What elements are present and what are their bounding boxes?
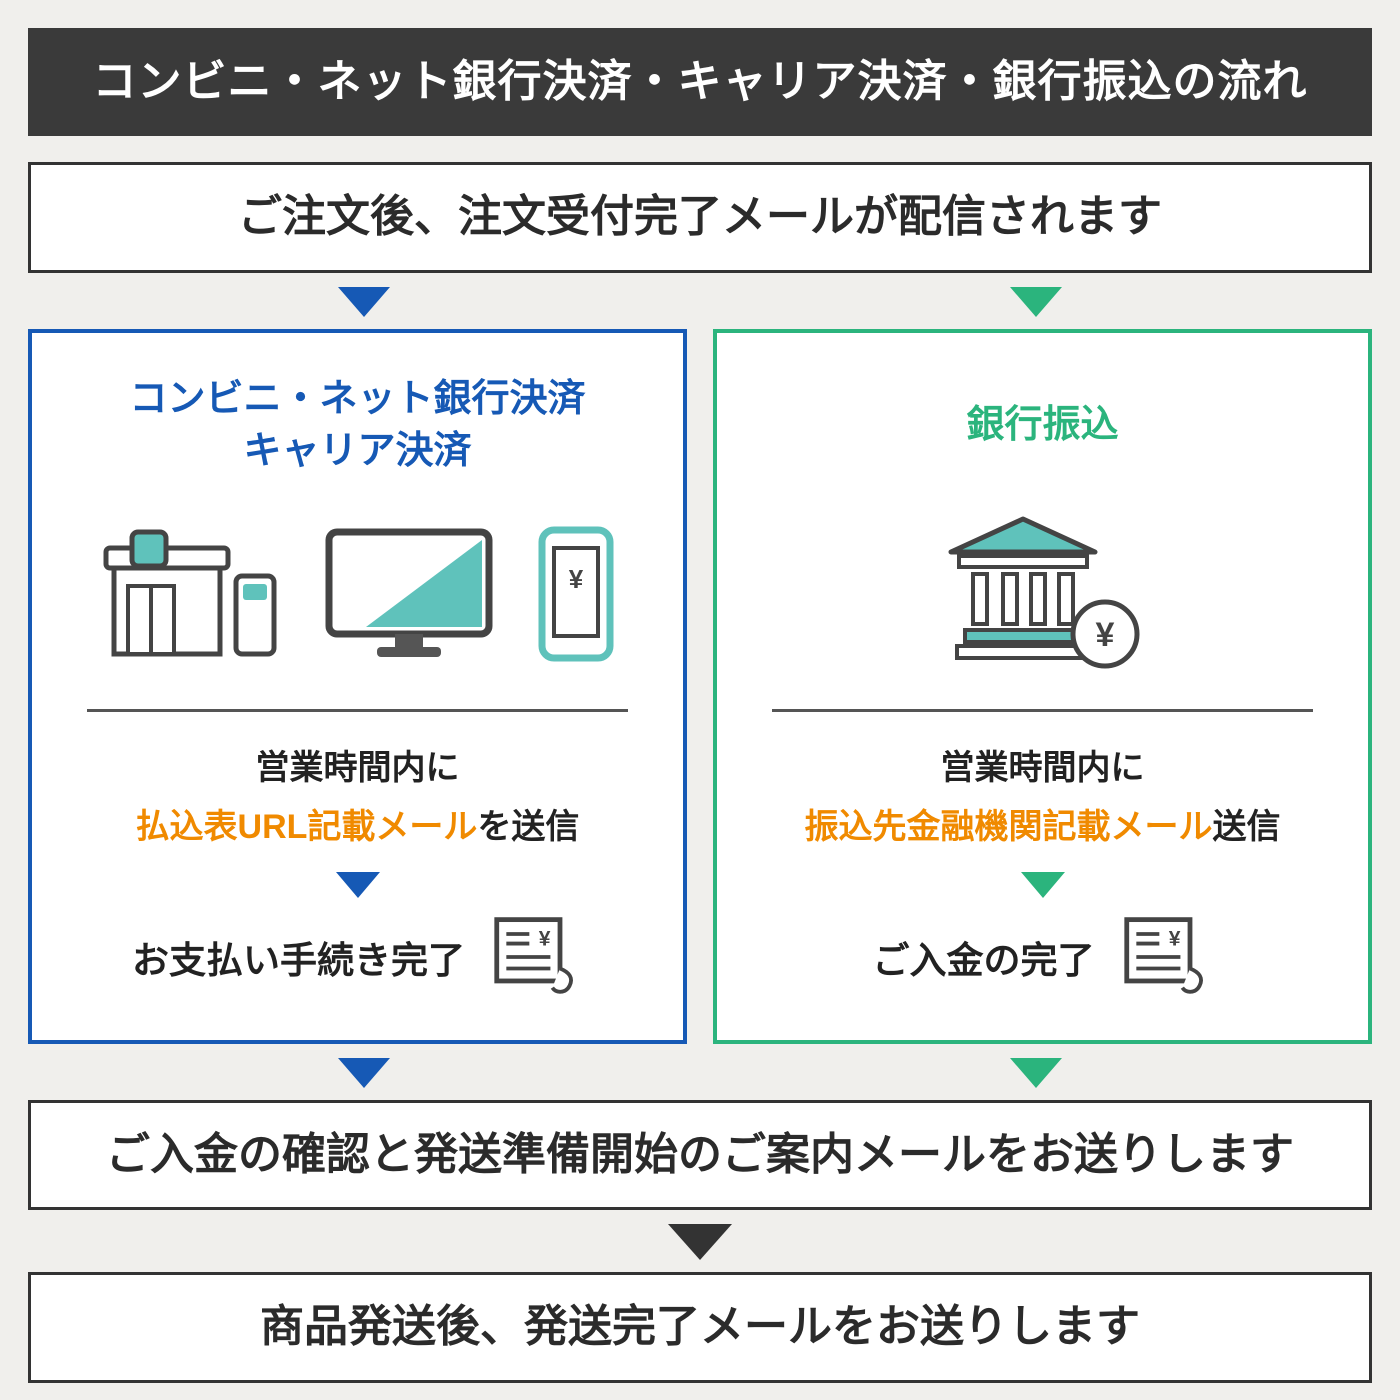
page-title: コンビニ・ネット銀行決済・キャリア決済・銀行振込の流れ (28, 28, 1372, 137)
monitor-icon (324, 528, 494, 660)
smartphone-icon: ¥ (538, 526, 614, 662)
arrow-down-blue-small-icon (335, 871, 380, 898)
bank-mail-suffix: 送信 (1212, 807, 1281, 846)
convenience-complete-text: お支払い手続き完了 (132, 939, 465, 981)
bank-transfer-panel: 銀行振込 ¥ (713, 328, 1372, 1044)
arrow-cell-left-bottom (28, 1057, 700, 1088)
convenience-complete-row: お支払い手続き完了 ¥ (50, 914, 665, 1000)
arrow-down-green-icon (1010, 1057, 1062, 1088)
convenience-title-line1: コンビニ・ネット銀行決済 (129, 377, 586, 420)
bank-complete-row: ご入金の完了 ¥ (735, 914, 1350, 1000)
bank-hours-text: 営業時間内に (940, 748, 1145, 787)
step-ship-text: 商品発送後、発送完了メールをお送りします (260, 1302, 1140, 1352)
receipt-icon: ¥ (491, 914, 583, 1000)
arrow-cell-right-bottom (700, 1057, 1372, 1088)
convenience-divider (86, 708, 629, 712)
payment-columns: コンビニ・ネット銀行決済 キャリア決済 (28, 328, 1372, 1044)
arrow-cell-left (28, 286, 700, 317)
convenience-hours-text: 営業時間内に (255, 748, 460, 787)
bank-mail-line: 振込先金融機関記載メール送信 (735, 799, 1350, 848)
convenience-payment-panel: コンビニ・ネット銀行決済 キャリア決済 (28, 328, 687, 1044)
bank-icon: ¥ (945, 514, 1141, 674)
arrow-down-blue-icon (338, 286, 390, 317)
bank-yen-symbol: ¥ (1095, 616, 1114, 654)
step-confirm-box: ご入金の確認と発送準備開始のご案内メールをお送りします (28, 1099, 1372, 1211)
page-title-text: コンビニ・ネット銀行決済・キャリア決済・銀行振込の流れ (92, 57, 1308, 106)
arrow-cell-center (28, 1224, 1372, 1261)
bank-panel-title: 銀行振込 (735, 363, 1350, 489)
step-ship-box: 商品発送後、発送完了メールをお送りします (28, 1272, 1372, 1383)
bank-title-text: 銀行振込 (966, 403, 1119, 446)
convenience-mail-line: 払込表URL記載メールを送信 (50, 799, 665, 848)
receipt-icon: ¥ (1121, 914, 1213, 1000)
bank-complete-text: ご入金の完了 (872, 939, 1095, 981)
arrow-down-blue-icon (338, 1057, 390, 1088)
convenience-panel-title: コンビニ・ネット銀行決済 キャリア決済 (50, 363, 665, 489)
arrow-down-dark-icon (668, 1224, 732, 1261)
receipt-yen-symbol: ¥ (1168, 927, 1180, 950)
bank-icons: ¥ (735, 495, 1350, 693)
convenience-title-line2: キャリア決済 (243, 429, 472, 472)
arrow-down-green-icon (1010, 286, 1062, 317)
step-order-text: ご注文後、注文受付完了メールが配信されます (238, 192, 1162, 242)
smartphone-yen-symbol: ¥ (568, 564, 583, 594)
convenience-mail-suffix: を送信 (477, 807, 580, 846)
convenience-icons: ¥ (50, 495, 665, 693)
arrow-row-bottom (28, 1057, 1372, 1088)
arrow-row-final (28, 1224, 1372, 1261)
store-icon (102, 528, 280, 660)
bank-divider (771, 708, 1314, 712)
arrow-row-top (28, 286, 1372, 317)
bank-mail-highlight: 振込先金融機関記載メール (804, 807, 1213, 846)
convenience-mail-highlight: 払込表URL記載メール (135, 807, 478, 846)
arrow-cell-right (700, 286, 1372, 317)
arrow-down-green-small-icon (1020, 871, 1065, 898)
step-confirm-text: ご入金の確認と発送準備開始のご案内メールをお送りします (106, 1129, 1294, 1179)
receipt-yen-symbol: ¥ (539, 927, 551, 950)
step-order-box: ご注文後、注文受付完了メールが配信されます (28, 162, 1372, 273)
